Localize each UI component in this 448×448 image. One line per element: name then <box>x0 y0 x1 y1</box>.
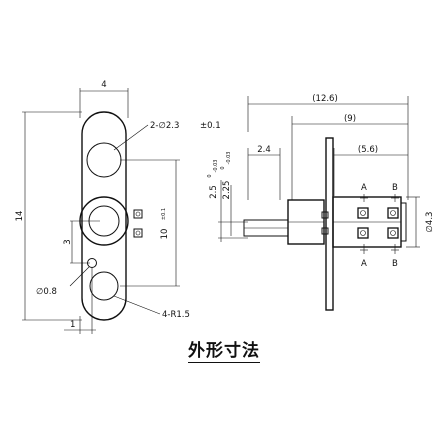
pitch-tol: ±0.1 <box>161 208 167 220</box>
pin-width-1-tol-bot: -0.03 <box>213 160 219 173</box>
top-hole <box>86 142 122 178</box>
pin-width-2: 2.25 <box>222 181 232 200</box>
caption-text: 外形寸法 <box>188 341 260 363</box>
pitch-dim: 10 <box>160 229 170 240</box>
bottom-hole <box>89 271 119 301</box>
rear-dim: (5.6) <box>358 145 378 155</box>
diameter-dim: ∅4.3 <box>425 212 435 233</box>
plate-outline <box>81 111 127 321</box>
edge-dim: 1 <box>70 320 75 330</box>
offset-dim: 3 <box>63 239 73 244</box>
radius-note: 4-R1.5 <box>162 310 190 320</box>
section-b-bottom: B <box>392 259 398 269</box>
section-b-top: B <box>392 183 398 193</box>
section-a-top: A <box>361 183 367 193</box>
front-view: 4 2-∅2.3 ±0.1 4-R1.5 ∅0.8 3 14 <box>15 80 221 334</box>
hole-tol: ±0.1 <box>200 121 221 131</box>
small-hole-dim: ∅0.8 <box>36 287 57 297</box>
section-a-bottom: A <box>361 259 367 269</box>
pin-width-1-tol-top: 0 <box>207 174 213 177</box>
pin-dim: 2.4 <box>257 145 271 155</box>
hole-note: 2-∅2.3 <box>150 121 179 131</box>
side-view: (12.6) (9) 2.4 (5.6) 2.5 0 -0.03 2.25 0 … <box>207 94 435 311</box>
overall-dim: (12.6) <box>312 94 338 104</box>
front-width-dim: 4 <box>101 80 106 90</box>
body-dim: (9) <box>344 114 356 124</box>
flange-plate <box>325 137 334 311</box>
pin-width-2-tol-bot: -0.03 <box>226 152 232 165</box>
pin-width-2-tol-top: 0 <box>220 166 226 169</box>
front-height-dim: 14 <box>15 211 25 222</box>
pin-width-1: 2.5 <box>209 185 219 199</box>
caption: 外形寸法 <box>0 336 448 363</box>
